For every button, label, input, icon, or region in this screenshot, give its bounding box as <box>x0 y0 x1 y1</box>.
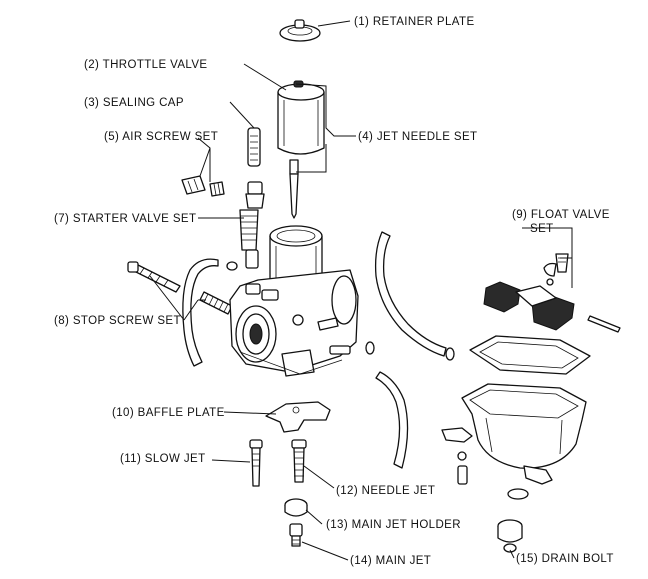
label-slow-jet: (11) SLOW JET <box>120 453 206 465</box>
main-jet-part <box>289 523 303 547</box>
float-bowl-gasket-part <box>469 335 591 375</box>
hose-clip-part-2 <box>445 347 455 361</box>
retainer-plate-part <box>279 19 321 42</box>
label-needle-jet: (12) NEEDLE JET <box>336 485 435 497</box>
vent-hose-left <box>182 258 219 367</box>
bowl-screw-washer <box>457 451 467 461</box>
label-sealing-cap: (3) SEALING CAP <box>84 97 184 109</box>
label-float-valve-set: (9) FLOAT VALVE <box>512 209 610 221</box>
leader-lines <box>149 20 573 561</box>
float-bowl-part <box>461 383 587 469</box>
needle-jet-part <box>291 439 307 483</box>
label-starter-valve-set: (7) STARTER VALVE SET <box>54 213 196 225</box>
label-air-screw-set: (5) AIR SCREW SET <box>104 131 218 143</box>
label-stop-screw-set: (8) STOP SCREW SET <box>54 315 181 327</box>
bowl-screw-part <box>457 465 468 485</box>
bowl-clamp-part-2 <box>523 465 553 485</box>
bowl-clamp-part <box>441 427 473 443</box>
part-labels: (1) RETAINER PLATE (2) THROTTLE VALVE (3… <box>54 16 614 567</box>
stop-screw-part <box>127 261 181 293</box>
stop-screw-spring-part <box>199 291 233 315</box>
label-throttle-valve: (2) THROTTLE VALVE <box>84 59 208 71</box>
overflow-hose-upper <box>374 231 447 357</box>
o-ring-part <box>226 261 238 271</box>
label-baffle-plate: (10) BAFFLE PLATE <box>112 407 225 419</box>
float-pin-part <box>587 315 621 333</box>
jet-needle-part <box>289 159 299 219</box>
carburetor-body-part <box>229 225 359 377</box>
label-main-jet: (14) MAIN JET <box>350 555 431 567</box>
hose-clip-part <box>365 341 375 355</box>
slow-jet-part <box>249 439 263 487</box>
throttle-valve-part <box>277 80 325 155</box>
float-part <box>483 281 575 331</box>
label-drain-bolt: (15) DRAIN BOLT <box>516 553 614 565</box>
starter-valve-part <box>239 181 265 269</box>
baffle-plate-part <box>265 401 331 433</box>
main-jet-holder-part <box>284 498 308 517</box>
air-screw-part <box>181 175 225 197</box>
overflow-hose-lower <box>375 371 409 469</box>
label-retainer-plate: (1) RETAINER PLATE <box>354 16 475 28</box>
drain-bolt-part <box>497 488 529 553</box>
label-float-valve-set-2: SET <box>530 223 554 235</box>
float-valve-part <box>543 253 569 286</box>
label-main-jet-holder: (13) MAIN JET HOLDER <box>326 519 461 531</box>
label-jet-needle-set: (4) JET NEEDLE SET <box>358 131 477 143</box>
sealing-cap-part <box>247 127 261 167</box>
